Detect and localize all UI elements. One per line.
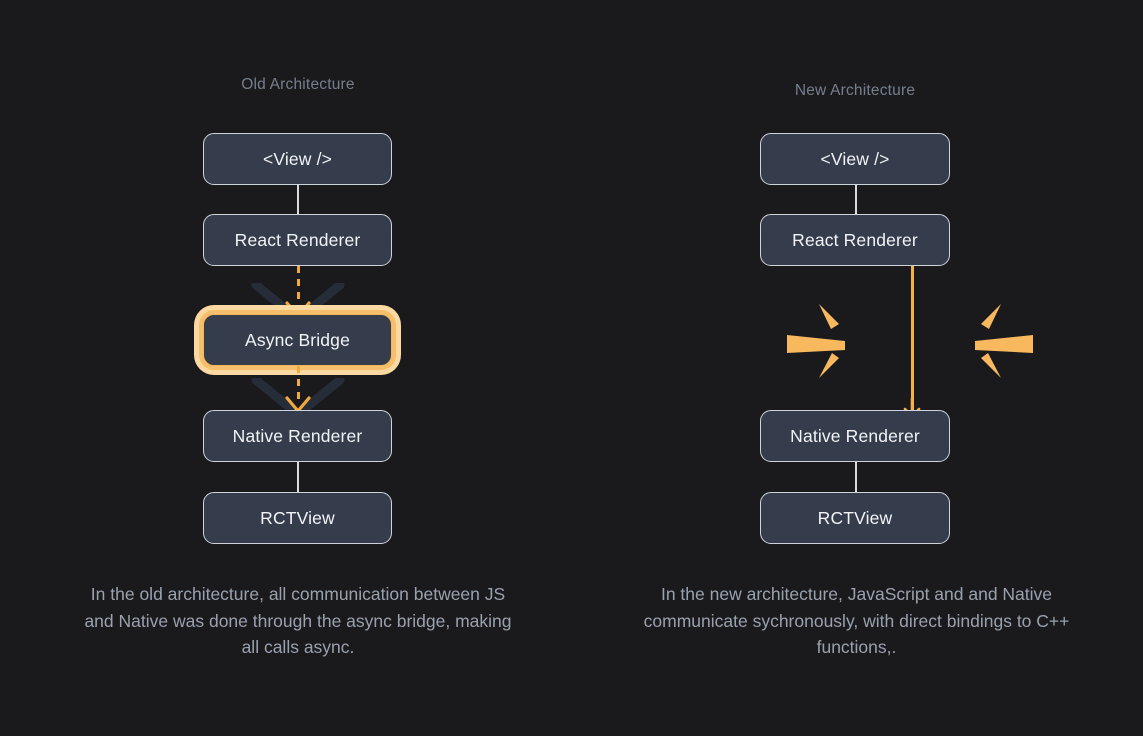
old-architecture-title: Old Architecture (241, 76, 355, 93)
connector-new-view-react (854, 185, 857, 214)
burst-rays-icon (787, 304, 1033, 378)
old-architecture-column: Old Architecture <View /> React Renderer… (38, 0, 558, 736)
new-architecture-column: New Architecture <View /> React Renderer… (595, 0, 1115, 736)
old-architecture-caption: In the old architecture, all communicati… (84, 584, 512, 657)
connector-new-sync-line (911, 266, 914, 414)
node-old-view[interactable]: <View /> (203, 133, 392, 185)
node-new-rctview[interactable]: RCTView (760, 492, 950, 544)
connector-old-view-react (296, 185, 300, 214)
new-architecture-caption: In the new architecture, JavaScript and … (643, 584, 1070, 657)
node-new-view[interactable]: <View /> (760, 133, 950, 185)
connector-new-native-rct (854, 462, 857, 492)
node-old-react-renderer[interactable]: React Renderer (203, 214, 392, 266)
connector-old-native-rct (296, 462, 300, 492)
node-old-native-renderer[interactable]: Native Renderer (203, 410, 392, 462)
new-architecture-title: New Architecture (794, 82, 916, 99)
connector-old-bridge-native-dashed (296, 366, 300, 401)
connector-old-react-bridge-dashed (296, 266, 300, 301)
node-old-rctview[interactable]: RCTView (203, 492, 392, 544)
node-new-react-renderer[interactable]: React Renderer (760, 214, 950, 266)
node-old-async-bridge[interactable]: Async Bridge (203, 314, 392, 366)
node-new-native-renderer[interactable]: Native Renderer (760, 410, 950, 462)
